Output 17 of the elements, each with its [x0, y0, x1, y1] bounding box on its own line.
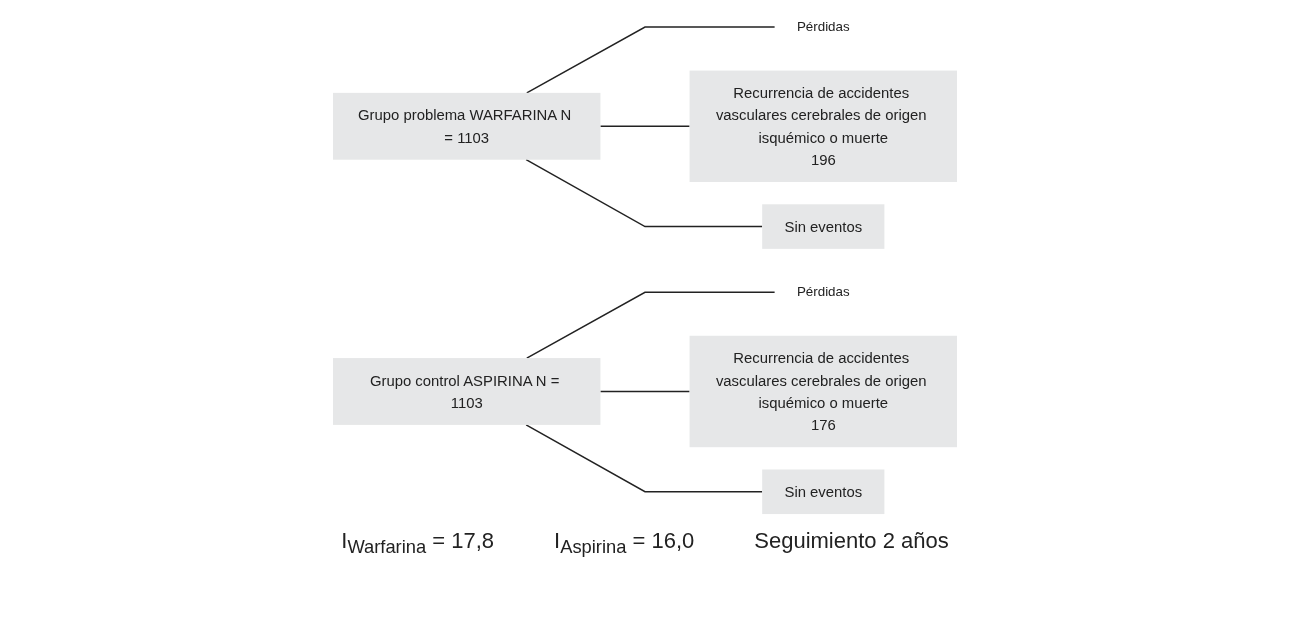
node-box: Recurrencia de accidentes vasculares cerebrales de origen isquémico o muerte 196 — [689, 70, 957, 182]
note-text: I$_{Warfarina}$ = 17,8 — [341, 528, 495, 559]
node-box: Recurrencia de accidentes vasculares cerebrales de origen isquémico o muerte 176 — [689, 335, 957, 448]
node-text: Pérdidas — [796, 284, 850, 300]
connector — [599, 390, 691, 393]
connector — [526, 26, 776, 94]
connector — [599, 125, 691, 128]
connector — [525, 424, 763, 493]
note-text: Seguimiento 2 años — [754, 528, 949, 555]
node-box: Sin eventos — [762, 204, 885, 249]
node-box: Sin eventos — [762, 469, 885, 515]
connector — [526, 291, 776, 359]
connector — [525, 158, 763, 228]
note-text: I$_{Aspirina}$ = 16,0 — [554, 528, 695, 559]
node-text: Pérdidas — [796, 19, 850, 35]
node-box: Grupo control ASPIRINA N = 1103 — [333, 358, 601, 425]
node-box: Grupo problema WARFARINA N = 1103 — [333, 92, 601, 160]
